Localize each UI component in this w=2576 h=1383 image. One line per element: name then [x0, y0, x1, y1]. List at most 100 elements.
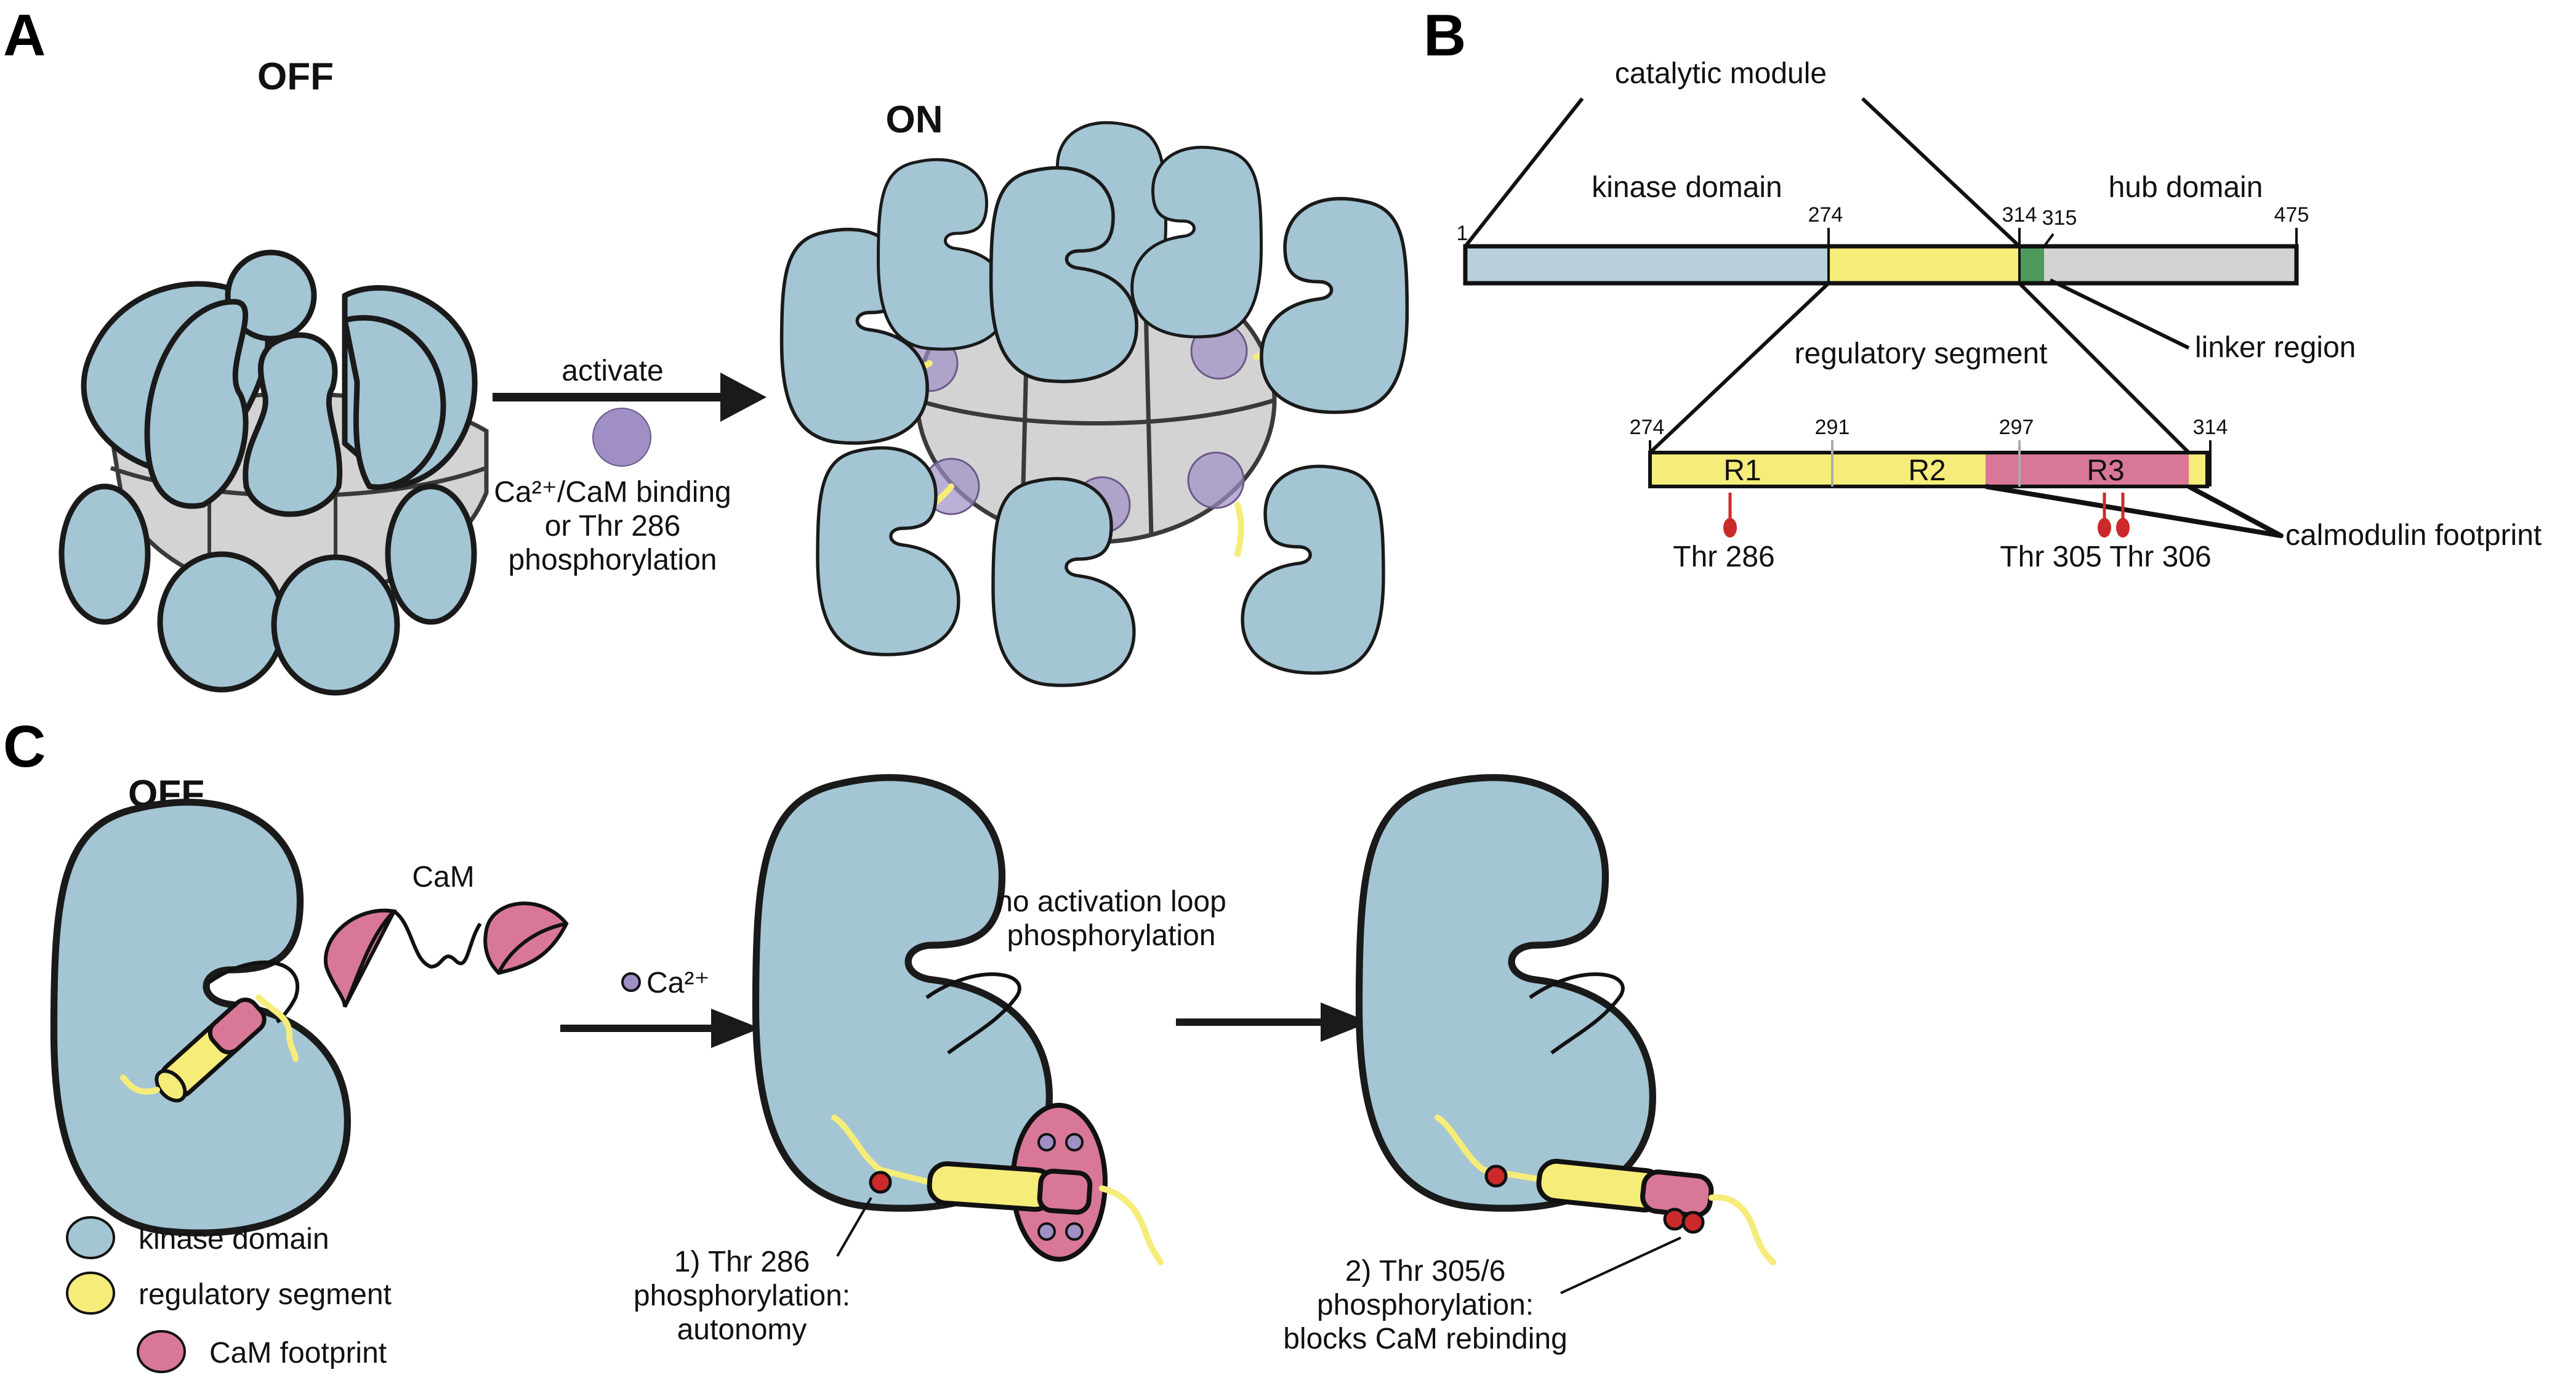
- regulatory-tail: [256, 994, 299, 1062]
- arrow-2: [1176, 1002, 1370, 1042]
- regulatory-zoom-bracket: [1648, 281, 1830, 454]
- phospho-pin-thr305-icon: [2098, 518, 2111, 538]
- activate-caption-line-1: Ca²⁺/CaM binding: [494, 476, 731, 509]
- phospho-thr305-icon: [1663, 1208, 1686, 1231]
- phospho-pin-thr286-icon: [1723, 518, 1737, 538]
- kinase-domain-segment: [1465, 246, 1829, 283]
- panel-label-b: B: [1423, 2, 1466, 68]
- kinase-domain: [756, 778, 1050, 1209]
- panel-label-a: A: [3, 2, 46, 68]
- kinase-off: [54, 802, 348, 1233]
- kinase-domain: [225, 249, 317, 342]
- regulatory-helix-on-1: [927, 1161, 1093, 1215]
- panel-a: A OFF ON activate Ca²⁺/CaM binding: [3, 2, 1407, 696]
- panel-b: B catalytic module kinase domain hub dom…: [1423, 2, 2542, 573]
- activation-loop: [208, 960, 300, 1024]
- kinase-domain: [243, 332, 343, 517]
- note2-line-1: 2) Thr 305/6: [1345, 1255, 1506, 1288]
- kinase-on-1: no activation loop phosphorylation 1) Th…: [634, 778, 1226, 1346]
- r1-r2-segment: [1650, 453, 1986, 486]
- domain-bar: [1463, 228, 2299, 286]
- note1-line-2: phosphorylation:: [634, 1280, 850, 1312]
- catalytic-module-bracket: [1463, 97, 1584, 248]
- helix-pink: [207, 998, 267, 1055]
- panel-label-c: C: [3, 714, 46, 780]
- cam-lobe-edge: [343, 909, 396, 1008]
- legend-swatch-kinase: [66, 1216, 115, 1259]
- hub-domain-segment: [2044, 246, 2296, 283]
- position-274-reg: 274: [1630, 416, 1665, 439]
- hub-seam: [916, 398, 1276, 425]
- cam-label: CaM: [412, 861, 474, 893]
- kinase-domain: [54, 802, 348, 1233]
- note1-line-3: autonomy: [677, 1313, 807, 1346]
- calmodulin-footprint-label: calmodulin footprint: [2285, 519, 2542, 552]
- position-475: 475: [2274, 203, 2309, 227]
- legend: kinase domain regulatory segment CaM foo…: [66, 1216, 392, 1373]
- catalytic-module-label: catalytic module: [1615, 57, 1827, 90]
- activate-arrow: activate Ca²⁺/CaM binding or Thr 286 pho…: [493, 355, 767, 576]
- calcium-icon: [621, 972, 641, 992]
- kinase-domain: [879, 159, 1008, 349]
- no-loop-note-line-2: phosphorylation: [1007, 919, 1216, 952]
- regulatory-bar: R1 R2 R3: [1648, 440, 2212, 488]
- calcium-icon: [1065, 1222, 1084, 1241]
- calmodulin-footprint-bracket: [1985, 484, 2284, 538]
- regulatory-tail: [1709, 1194, 1776, 1265]
- calmodulin-icon: [592, 408, 651, 467]
- activate-label: activate: [561, 355, 663, 387]
- panel-a-off-label: OFF: [257, 55, 334, 98]
- regulatory-helix-on-2: [1536, 1158, 1714, 1218]
- note1-line-1: 1) Thr 286: [674, 1246, 810, 1278]
- note2-line-2: phosphorylation:: [1317, 1289, 1534, 1321]
- phospho-thr306-icon: [1681, 1211, 1705, 1234]
- arrow-head-icon: [1321, 1002, 1370, 1042]
- note2-pointer: [1560, 1236, 1681, 1294]
- tail-segment: [2189, 453, 2207, 486]
- position-297: 297: [1999, 416, 2034, 439]
- activate-caption-line-3: phosphorylation: [509, 544, 717, 576]
- phospho-sites: Thr 286 Thr 305 Thr 306: [1673, 493, 2212, 573]
- cam-lobe-edge: [497, 922, 567, 974]
- calcium-icon: [1065, 1133, 1084, 1151]
- legend-regulatory-label: regulatory segment: [139, 1278, 392, 1311]
- regulatory-segment-label: regulatory segment: [1795, 337, 2048, 370]
- calmodulin-free: CaM: [323, 861, 569, 1008]
- panel-a-on-label: ON: [886, 99, 943, 141]
- position-1: 1: [1457, 222, 1468, 245]
- kinase-domain: [1359, 778, 1653, 1209]
- region-r3: R3: [2087, 454, 2124, 487]
- holoenzyme-on: [782, 123, 1407, 685]
- hub-domain-label: hub domain: [2109, 171, 2263, 204]
- activation-loop: [1529, 972, 1625, 1055]
- linker-segment: [2019, 246, 2044, 283]
- calcium-icon: [1037, 1222, 1056, 1241]
- helix-pink: [1037, 1168, 1093, 1215]
- kinase-domain: [1242, 466, 1383, 673]
- regulatory-segment-bar: [1829, 246, 2019, 283]
- legend-swatch-regulatory: [66, 1272, 115, 1315]
- note1-pointer: [836, 1196, 872, 1257]
- kinase-domain: [144, 299, 249, 509]
- site-thr286-label: Thr 286: [1673, 541, 1774, 573]
- regulatory-tail: [1435, 1115, 1542, 1182]
- legend-swatch-cam: [137, 1330, 186, 1373]
- regulatory-helix-off: [155, 998, 267, 1103]
- phospho-thr286-icon: [869, 1171, 892, 1194]
- panel-c: C OFF ON ON CaM: [3, 714, 1776, 1373]
- regulatory-tail: [1099, 1185, 1164, 1265]
- regulatory-zoom-bracket: [2018, 281, 2191, 454]
- position-274: 274: [1808, 203, 1843, 227]
- phospho-pin-thr306-icon: [2116, 518, 2130, 538]
- activate-caption-line-2: or Thr 286: [545, 510, 681, 542]
- arrow-head-icon: [711, 1009, 760, 1048]
- helix-cap: [155, 1069, 187, 1103]
- ca-label: Ca²⁺: [646, 967, 710, 999]
- hub-seam: [1143, 283, 1154, 536]
- kinase-domain: [157, 551, 286, 693]
- no-loop-note-line-1: no activation loop: [996, 885, 1226, 918]
- catalytic-module-bracket: [1861, 97, 2021, 248]
- kinase-domain: [1262, 199, 1407, 413]
- phospho-thr286-icon: [1484, 1164, 1508, 1188]
